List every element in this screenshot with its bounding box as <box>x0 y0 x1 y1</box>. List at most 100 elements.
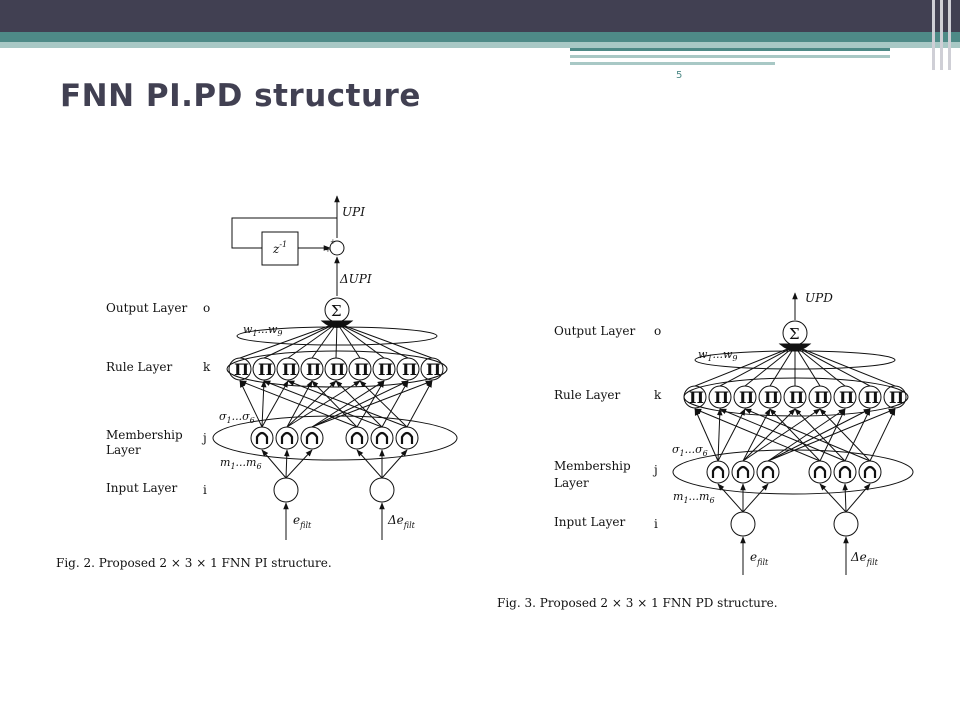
header-vertical-stripe <box>948 0 951 70</box>
pi-delay-label: z-1 <box>272 240 287 256</box>
header-vertical-stripe <box>940 0 943 70</box>
pd-layer-membership-label2: Layer <box>554 476 589 490</box>
pd-membership-rule-link <box>767 408 871 462</box>
pi-caption: Fig. 2. Proposed 2 × 3 × 1 FNN PI struct… <box>56 556 332 570</box>
pd-input-membership-link <box>842 483 849 513</box>
pi-output-signal: UPI <box>342 205 365 219</box>
pi-membership-node <box>395 426 419 450</box>
pd-membership-circle <box>756 460 780 484</box>
pi-membership-shape <box>400 431 414 444</box>
pi-membership-node <box>300 426 324 450</box>
pd-rule-node: Π <box>808 385 832 409</box>
pi-rule-node: Π <box>300 357 324 381</box>
pi-rule-output-link <box>336 322 385 359</box>
pi-membership-shape <box>255 431 269 444</box>
pd-rule-output-link <box>794 345 821 387</box>
pi-rule-output-link <box>239 322 338 359</box>
pi-delta-signal: ΔUPI <box>339 272 372 286</box>
pi-membership-rule-links <box>239 380 433 428</box>
pd-rule-output-links <box>694 345 896 387</box>
pi-sum-plus-left: + <box>325 246 331 254</box>
pi-rule-output-link <box>311 322 338 359</box>
pd-membership-rule-link <box>744 408 871 462</box>
pd-rule-node: Π <box>683 385 707 409</box>
pd-membership-node <box>858 460 882 484</box>
pi-product-symbol: Π <box>330 360 345 379</box>
pi-layer-rule-label: Rule Layer <box>106 360 173 374</box>
pi-input-node-de <box>369 477 395 503</box>
pd-rule-output-link <box>794 345 846 387</box>
pd-rule-ellipse <box>683 377 909 417</box>
pd-rule-node: Π <box>858 385 882 409</box>
pi-sum-plus-top: + <box>330 238 336 246</box>
pd-membership-rule-link <box>719 408 846 462</box>
pi-layer-rule-index: k <box>203 360 211 374</box>
header-accent-line <box>570 48 890 51</box>
pi-layer-input-label: Input Layer <box>106 481 178 495</box>
pi-product-symbol: Π <box>354 360 369 379</box>
slide-title: FNN PI.PD structure <box>60 78 421 114</box>
pi-membership-shape <box>350 431 364 444</box>
pd-membership-node <box>756 460 780 484</box>
pi-membership-rule-link <box>311 380 409 428</box>
pi-membership-circle <box>300 426 324 450</box>
pi-mean-params: m1...m6 <box>220 456 262 471</box>
pi-membership-shape <box>375 431 389 444</box>
pi-membership-rule-link <box>261 380 289 428</box>
fig-pd-structure: Output Layer o Rule Layer k Membership L… <box>497 291 914 610</box>
pi-membership-circle <box>250 426 274 450</box>
pi-rule-node: Π <box>324 357 348 381</box>
pd-rule-output-link <box>719 345 796 387</box>
pi-membership-rule-link <box>260 380 267 428</box>
page-number: 5 <box>676 70 683 81</box>
pd-sigma-symbol: Σ <box>789 325 800 343</box>
pd-rule-output-link <box>694 345 796 387</box>
pi-input-membership-link <box>261 449 287 479</box>
pi-input-membership-links <box>261 449 408 479</box>
pi-membership-circle <box>345 426 369 450</box>
pi-weights-label: w1...w9 <box>243 323 283 338</box>
pd-weights-label: w1...w9 <box>698 348 738 363</box>
pd-membership-shape <box>761 465 775 478</box>
pi-rule-node: Π <box>252 357 276 381</box>
pd-membership-rule-link <box>819 408 871 462</box>
pi-membership-rule-link <box>359 380 408 428</box>
pd-membership-rule-link <box>694 408 821 462</box>
pd-input-node-de <box>833 511 859 537</box>
pi-input-e: efilt <box>293 513 312 530</box>
pd-rule-node: Π <box>783 385 807 409</box>
pd-membership-nodes <box>706 460 882 484</box>
pd-rule-node: Π <box>833 385 857 409</box>
pi-product-symbol: Π <box>234 360 249 379</box>
pi-membership-rule-link <box>287 380 408 428</box>
pi-product-symbol: Π <box>426 360 441 379</box>
pd-input-de: Δefilt <box>850 550 879 567</box>
pd-membership-shape <box>736 465 750 478</box>
pd-layer-input-label: Input Layer <box>554 515 626 529</box>
pi-membership-rule-link <box>335 380 383 428</box>
pi-rule-output-links <box>239 322 433 359</box>
pd-membership-rule-link <box>769 408 821 462</box>
pd-membership-rule-link <box>694 408 719 462</box>
fig-pi-structure: Output Layer o Rule Layer k Membership L… <box>56 195 458 570</box>
header-bar <box>0 0 960 32</box>
pi-membership-rule-link <box>311 380 433 428</box>
pd-input-membership-link <box>819 483 847 513</box>
pd-output-signal: UPD <box>805 291 833 305</box>
pd-membership-circle <box>808 460 832 484</box>
pd-product-symbol: Π <box>764 388 779 407</box>
pi-sum-junction <box>329 240 345 256</box>
pd-rule-node: Π <box>733 385 757 409</box>
pi-rule-node: Π <box>396 357 420 381</box>
pd-membership-node <box>706 460 730 484</box>
pd-membership-node <box>833 460 857 484</box>
pd-rule-node: Π <box>708 385 732 409</box>
header-accent-bar <box>0 32 960 42</box>
pd-rule-output-link <box>744 345 796 387</box>
pi-membership-rule-link <box>406 380 433 428</box>
pd-membership-rule-link <box>819 408 846 462</box>
pi-input-membership-link <box>356 449 383 479</box>
